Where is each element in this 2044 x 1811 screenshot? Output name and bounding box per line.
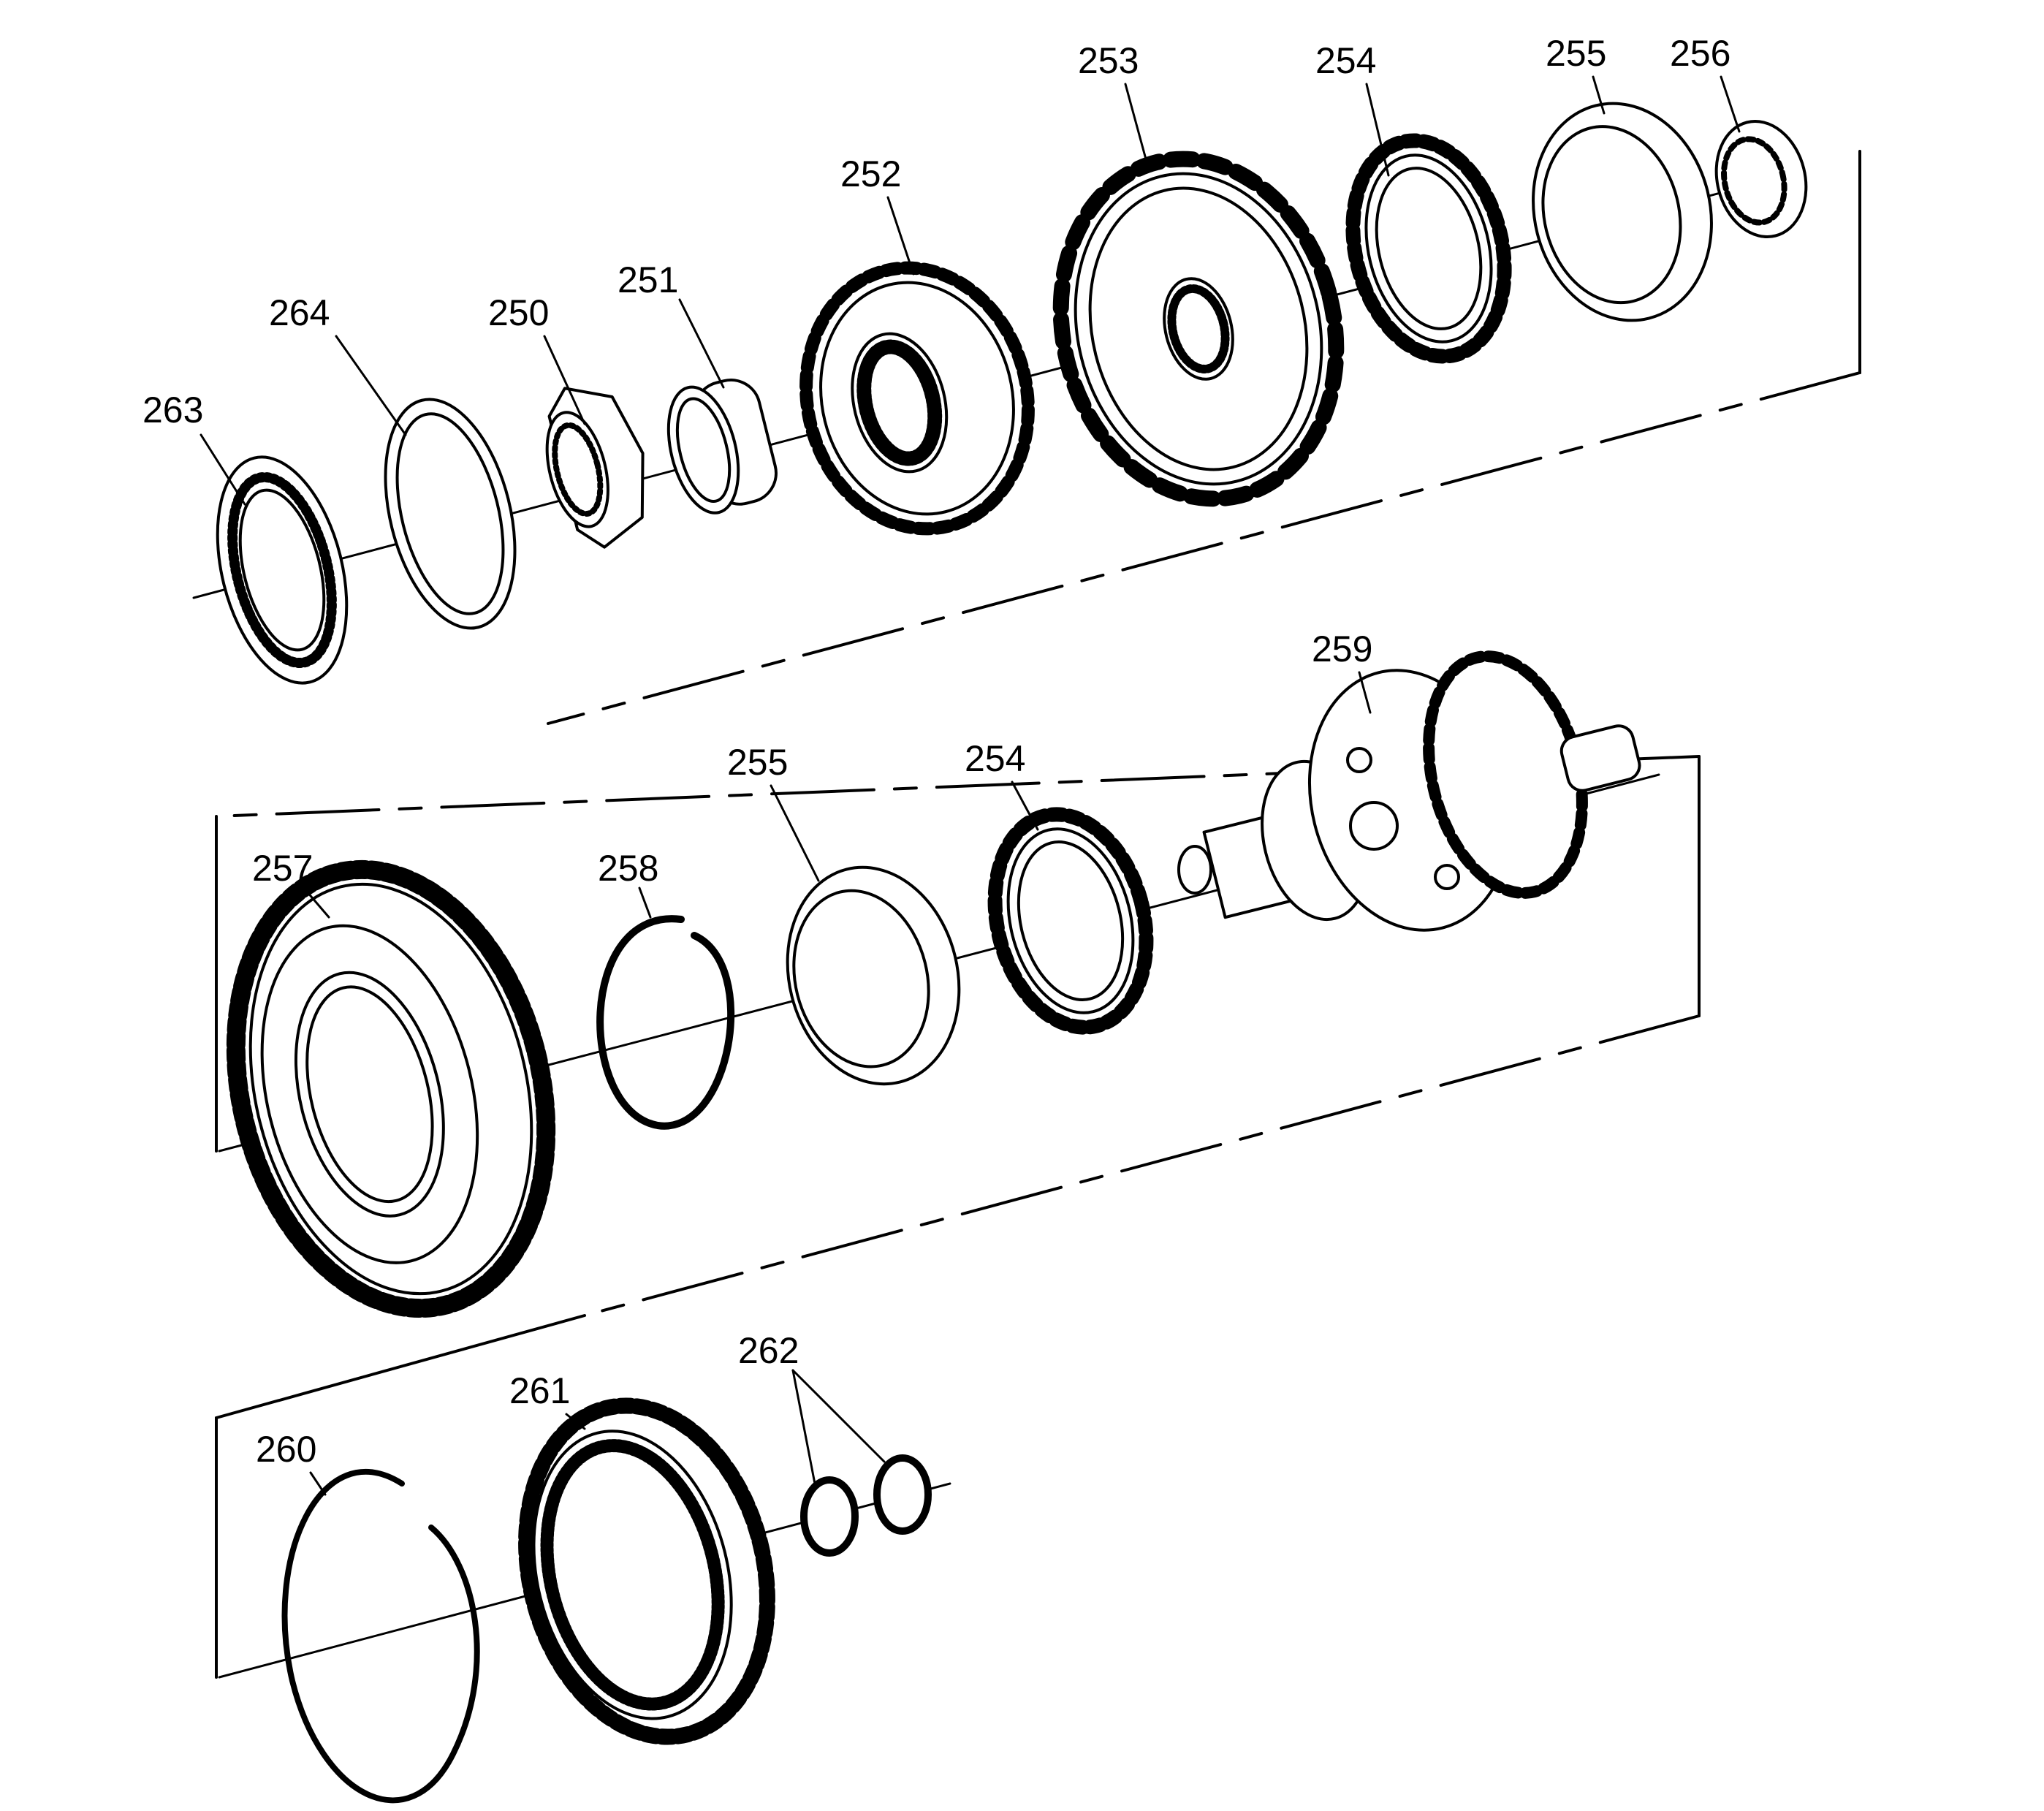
- part-250-nut: [545, 387, 645, 549]
- callout-255-middle: 255: [727, 742, 788, 783]
- callout-264: 264: [269, 292, 330, 333]
- part-256-small-bearing: [1714, 120, 1808, 238]
- callout-257: 257: [252, 848, 313, 889]
- callout-262: 262: [738, 1330, 799, 1371]
- callout-254-top: 254: [1315, 40, 1376, 81]
- callout-254-middle: 254: [965, 738, 1025, 779]
- part-262-o-ring-1: [800, 1476, 859, 1557]
- callout-255-top: 255: [1546, 33, 1606, 74]
- callout-252: 252: [840, 153, 901, 194]
- callout-250: 250: [488, 292, 549, 333]
- part-251-sleeve: [666, 378, 778, 515]
- part-254-bearing-top: [1345, 133, 1512, 364]
- part-259-carrier-assembly: [1177, 650, 1641, 932]
- panel-top-frame: [547, 150, 1861, 725]
- leader-lines: [200, 75, 1741, 1496]
- part-261-ring-gear: [518, 1397, 775, 1745]
- part-257-large-gear: [226, 859, 556, 1318]
- part-263-thrust-bearing: [216, 455, 349, 685]
- part-255-cup-top: [1532, 102, 1713, 322]
- callout-263: 263: [143, 390, 203, 430]
- part-262-o-ring-2: [873, 1454, 932, 1535]
- callout-261: 261: [509, 1370, 570, 1411]
- part-255-cup-middle: [786, 865, 961, 1086]
- callout-260: 260: [256, 1429, 316, 1470]
- part-254-bearing-middle: [987, 807, 1154, 1035]
- part-253-drum-gear: [1052, 151, 1345, 507]
- part-258-snap-ring: [596, 915, 735, 1130]
- callout-labels: 263 264 250 251 252 253 254 255 256 259 …: [143, 33, 1730, 1470]
- part-264-washer: [384, 398, 517, 630]
- callout-253: 253: [1078, 40, 1139, 81]
- callout-258: 258: [598, 848, 658, 889]
- callout-256: 256: [1670, 33, 1730, 74]
- callout-259: 259: [1312, 629, 1372, 669]
- callout-251: 251: [618, 259, 678, 300]
- panel-bottom-frame: [215, 1314, 586, 1679]
- part-252-helical-gear: [799, 261, 1035, 536]
- part-260-large-snap-ring: [281, 1468, 480, 1804]
